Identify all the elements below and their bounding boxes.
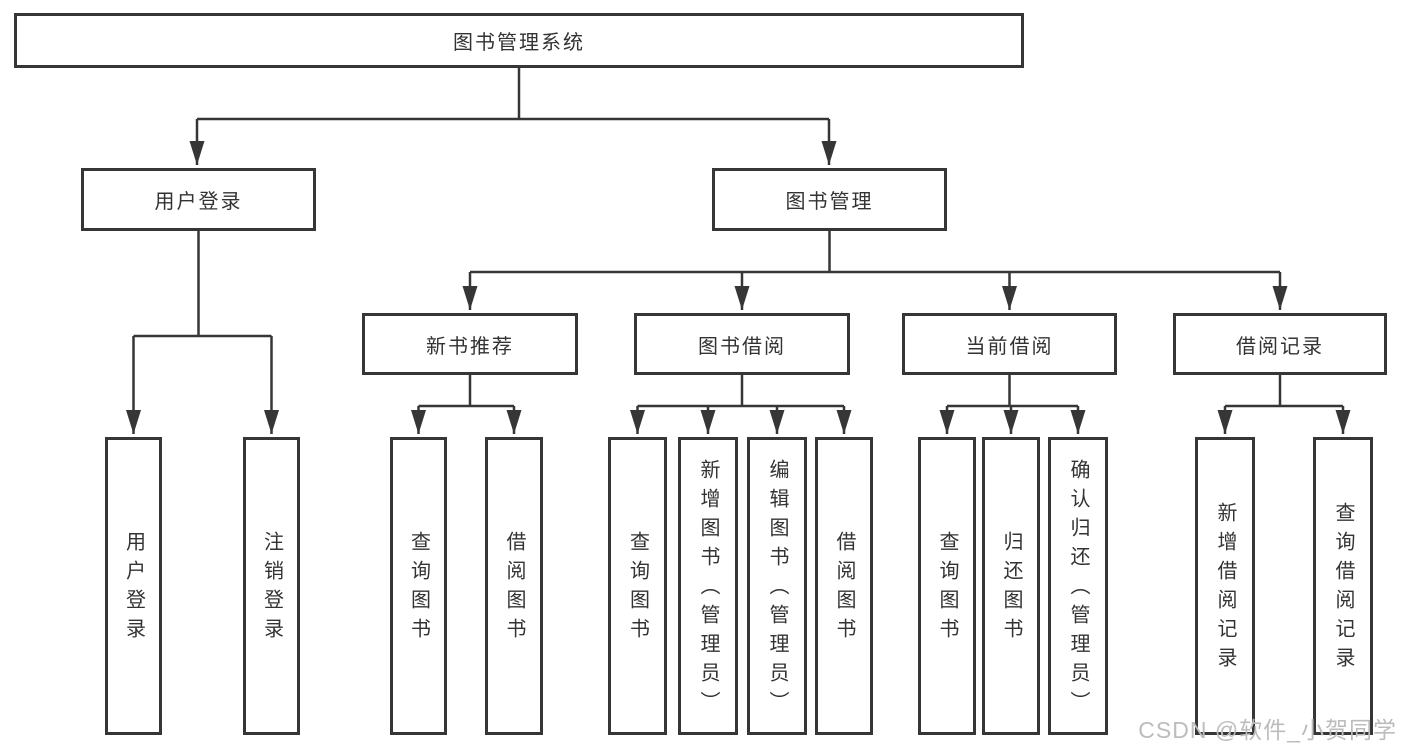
leaf-records-query-record: 查询借阅记录: [1313, 437, 1373, 735]
node-book-management: 图书管理: [712, 168, 947, 231]
node-library-system: 图书管理系统: [14, 13, 1024, 68]
node-book-borrowing: 图书借阅: [634, 313, 850, 375]
node-current-borrowing: 当前借阅: [902, 313, 1117, 375]
leaf-borrow-edit-books-admin: 编辑图书（管理员）: [747, 437, 807, 735]
watermark: CSDN @软件_小贺同学: [1138, 717, 1397, 743]
leaf-borrow-query-books: 查询图书: [608, 437, 667, 735]
leaf-logout: 注销登录: [243, 437, 300, 735]
leaf-newbook-query-books: 查询图书: [390, 437, 447, 735]
leaf-current-query-books: 查询图书: [918, 437, 976, 735]
node-user-login: 用户登录: [81, 168, 316, 231]
leaf-user-login: 用户登录: [105, 437, 162, 735]
leaf-current-return-books: 归还图书: [982, 437, 1040, 735]
leaf-borrow-borrow-books: 借阅图书: [815, 437, 873, 735]
node-new-book-recommendation: 新书推荐: [362, 313, 578, 375]
leaf-borrow-add-books-admin: 新增图书（管理员）: [678, 437, 738, 735]
leaf-current-confirm-return-admin: 确认归还（管理员）: [1048, 437, 1108, 735]
leaf-newbook-borrow-books: 借阅图书: [485, 437, 543, 735]
leaf-records-add-record: 新增借阅记录: [1195, 437, 1255, 735]
node-borrowing-records: 借阅记录: [1173, 313, 1387, 375]
